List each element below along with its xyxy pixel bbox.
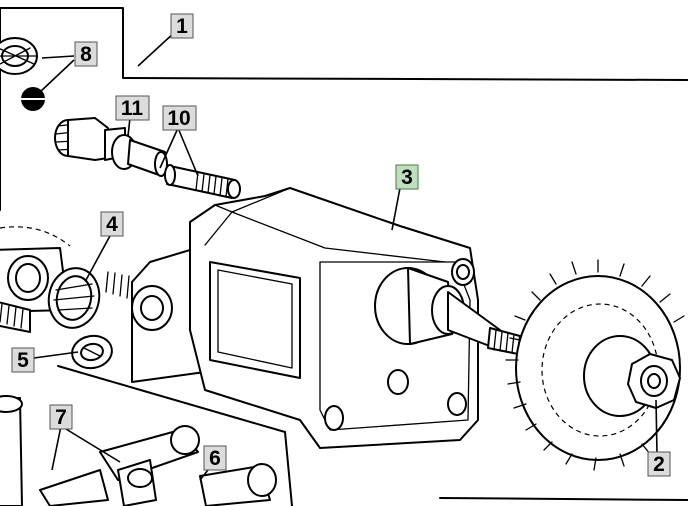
callout-11-text: 11	[121, 97, 144, 120]
callout-10: 10	[162, 105, 197, 131]
callout-11: 11	[115, 95, 150, 121]
part-2-nut	[627, 353, 681, 409]
bottom-pipes	[39, 365, 293, 506]
callout-3-text: 3	[401, 166, 413, 189]
callout-4-text: 4	[106, 213, 118, 236]
part-3-pump-body	[131, 187, 479, 449]
callout-7: 7	[49, 404, 73, 430]
callout-2-text: 2	[653, 453, 665, 476]
callout-8-text: 8	[80, 43, 92, 66]
callout-1-text: 1	[176, 15, 188, 38]
housing-outline	[0, 7, 688, 501]
callout-6-text: 6	[209, 447, 221, 470]
callout-6: 6	[203, 445, 227, 471]
callout-5: 5	[11, 347, 35, 373]
drive-gear	[505, 259, 685, 471]
callout-8: 8	[74, 41, 98, 67]
callout-5-text: 5	[17, 349, 29, 372]
callout-4: 4	[100, 211, 124, 237]
part-5-seal	[71, 334, 113, 370]
leader-lines	[33, 31, 658, 481]
callout-2: 2	[647, 451, 671, 477]
callout-10-text: 10	[167, 107, 190, 130]
part-11-splined-shaft	[54, 117, 168, 177]
callout-3: 3	[395, 164, 419, 190]
callout-7-text: 7	[55, 406, 67, 429]
part-10-threaded-sleeve	[164, 164, 241, 199]
part-4-o-ring	[47, 267, 101, 329]
callout-1: 1	[170, 13, 194, 39]
part-8-ring-and-pin	[0, 37, 46, 111]
